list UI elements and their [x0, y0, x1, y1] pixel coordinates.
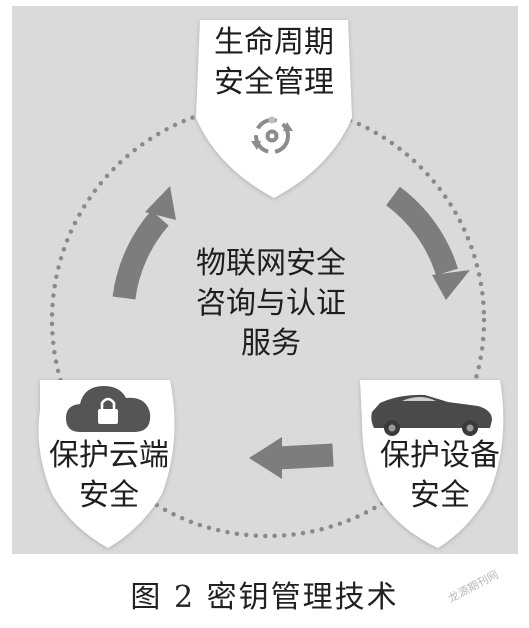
node-left-label: 保护云端 安全 — [49, 438, 169, 513]
cloud-lock-icon — [66, 386, 151, 432]
lifecycle-gear-icon — [251, 116, 293, 154]
figure-caption: 图 2 密钥管理技术 — [130, 580, 399, 615]
arrow-top-to-right — [385, 186, 470, 300]
node-top-label: 生命周期 安全管理 — [214, 25, 334, 100]
shield-top — [196, 20, 352, 198]
arrow-left-to-top — [112, 186, 176, 300]
arrow-right-to-left — [249, 437, 334, 479]
center-label: 物联网安全 咨询与认证 服务 — [196, 246, 346, 361]
node-right-label: 保护设备 安全 — [380, 438, 500, 513]
car-icon — [371, 394, 492, 436]
